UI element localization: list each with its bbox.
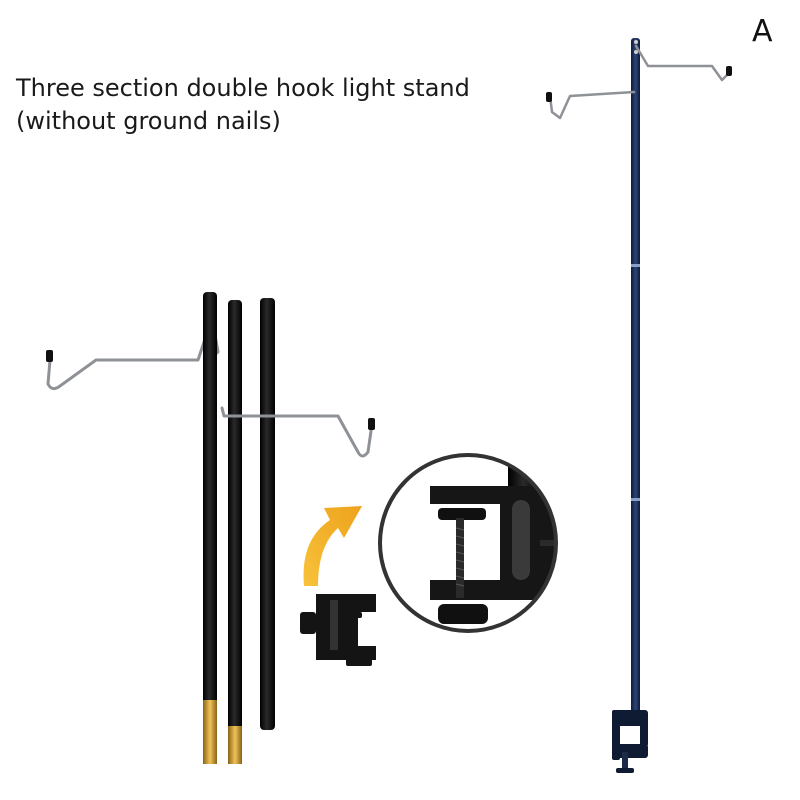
connector-1 — [203, 700, 217, 764]
hook-arm-right — [220, 406, 374, 458]
assembled-light-stand — [546, 38, 732, 773]
clamp-small — [300, 594, 376, 666]
variant-label: A — [752, 14, 773, 49]
hook-cap-right — [368, 418, 375, 430]
caption-line-2: (without ground nails) — [16, 107, 281, 135]
product-caption: Three section double hook light stand (w… — [16, 72, 470, 138]
assembled-clamp — [612, 710, 648, 773]
pole-sections — [46, 292, 375, 764]
hook-cap-left — [46, 350, 53, 362]
curved-arrow-icon — [303, 506, 362, 586]
hook-arm-left — [46, 316, 220, 391]
rod-section-3 — [260, 298, 275, 730]
navy-pole — [631, 38, 640, 718]
clamp-zoom-detail — [378, 453, 558, 633]
connector-2 — [228, 726, 242, 764]
rod-section-2 — [228, 300, 242, 730]
rod-section-1 — [203, 292, 217, 707]
top-hooks — [548, 44, 732, 120]
caption-line-1: Three section double hook light stand — [16, 74, 470, 102]
